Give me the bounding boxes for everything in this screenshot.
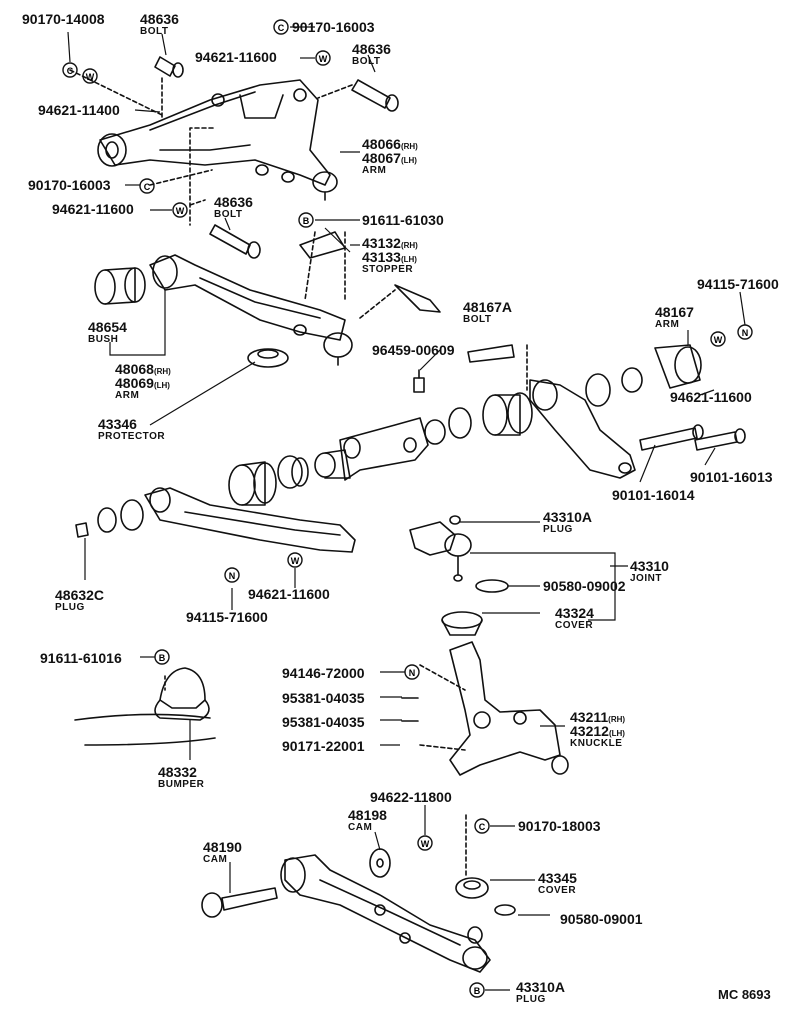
label-91611-61016: 91611-61016 — [40, 650, 122, 666]
marker-16: B — [474, 986, 481, 996]
diagram-code: MC 8693 — [718, 987, 771, 1002]
letter-markers: C W C W C W B N W W N B N W C B — [62, 19, 753, 998]
label-94621-11400: 94621-11400 — [38, 102, 120, 118]
label-94621-11600-b: 94621-11600 — [52, 201, 134, 217]
lower-arm-bottom — [280, 854, 491, 973]
marker-11: N — [229, 571, 236, 581]
bush-48654 — [94, 267, 146, 305]
marker-9: W — [714, 335, 723, 345]
label-95381-04035-a: 95381-04035 — [282, 690, 365, 706]
upper-arm-48066 — [97, 79, 338, 226]
label-48068-48069: 48068(RH) 48069(LH) ARM — [115, 361, 171, 401]
label-90101-16014: 90101-16014 — [612, 487, 695, 503]
leader-lines — [67, 26, 746, 991]
marker-13: N — [409, 668, 416, 678]
marker-14: W — [421, 839, 430, 849]
bolt-48636-right — [317, 79, 399, 112]
arm-48167 — [529, 344, 702, 479]
label-90580-09002: 90580-09002 — [543, 578, 626, 594]
bolt-90101-16013 — [694, 428, 746, 451]
bumper-48332 — [74, 667, 216, 746]
label-94621-11600-d: 94621-11600 — [248, 586, 330, 602]
marker-10: W — [291, 556, 300, 566]
label-90170-16003-b: 90170-16003 — [28, 177, 111, 193]
label-48066-48067: 48066(RH) 48067(LH) ARM — [362, 136, 418, 176]
label-90580-09001: 90580-09001 — [560, 911, 643, 927]
cam-48198 — [369, 848, 391, 878]
cover-43345 — [455, 814, 516, 916]
label-94115-71600-b: 94115-71600 — [186, 609, 268, 625]
marker-3: C — [278, 23, 285, 33]
label-94621-11600-a: 94621-11600 — [195, 49, 277, 65]
label-90170-16003-a: 90170-16003 — [292, 19, 375, 35]
lower-arm-strut — [75, 487, 356, 553]
label-43132-43133: 43132(RH) 43133(LH) STOPPER — [362, 235, 418, 275]
label-96459-00609: 96459-00609 — [372, 342, 455, 358]
marker-6: W — [176, 206, 185, 216]
marker-8: N — [742, 328, 749, 338]
bolt-48167A — [467, 344, 528, 391]
label-95381-04035-b: 95381-04035 — [282, 714, 365, 730]
knuckle-43211 — [401, 641, 569, 776]
marker-2: W — [86, 72, 95, 82]
label-94621-11600-c: 94621-11600 — [670, 389, 752, 405]
marker-7: B — [303, 216, 310, 226]
bolt-90101-16014 — [639, 424, 704, 451]
marker-15: C — [479, 822, 486, 832]
label-43211-43212: 43211(RH) 43212(LH) KNUCKLE — [570, 709, 626, 749]
ball-joint-43310 — [409, 515, 509, 636]
grease-fitting-96459 — [413, 369, 425, 393]
label-90170-14008: 90170-14008 — [22, 11, 105, 27]
label-90101-16013: 90101-16013 — [690, 469, 773, 485]
label-91611-61030: 91611-61030 — [362, 212, 444, 228]
bolt-48636-top — [154, 56, 184, 121]
bushing-set-middle — [228, 392, 533, 506]
bolt-48636-lower — [209, 224, 261, 259]
protector-43346 — [247, 348, 289, 368]
cam-48190 — [201, 887, 278, 918]
marker-12: B — [159, 653, 166, 663]
lower-arm-48068 — [149, 254, 353, 366]
label-94115-71600-a: 94115-71600 — [697, 276, 779, 292]
label-90171-22001: 90171-22001 — [282, 738, 365, 754]
marker-4: W — [319, 54, 328, 64]
label-90170-18003: 90170-18003 — [518, 818, 601, 834]
label-94146-72000: 94146-72000 — [282, 665, 365, 681]
marker-1: C — [67, 66, 74, 76]
label-94622-11800: 94622-11800 — [370, 789, 452, 805]
marker-5: C — [144, 182, 151, 192]
